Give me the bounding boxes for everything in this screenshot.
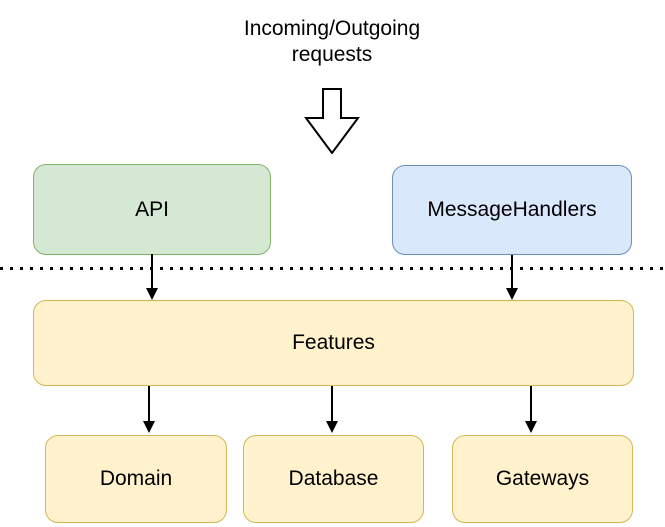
node-features-label: Features [292, 331, 375, 354]
arrow-shaft [151, 254, 153, 289]
arrow-head-down-icon [525, 421, 537, 433]
node-messagehandlers: MessageHandlers [392, 165, 632, 255]
node-domain-label: Domain [99, 467, 173, 490]
arrow-head-down-icon [146, 288, 158, 300]
edge-features-to-domain-arrow [143, 386, 155, 433]
arrow-head-down-icon [143, 421, 155, 433]
block-arrow-down-icon [304, 88, 360, 154]
arrow-shaft [331, 386, 333, 422]
arrow-head-down-icon [506, 288, 518, 300]
node-api: API [33, 164, 271, 255]
layer-divider-dotted-line [0, 267, 665, 270]
arrow-shaft [511, 255, 513, 289]
edge-features-to-gateways-arrow [525, 386, 537, 433]
arrow-shaft [148, 386, 150, 422]
incoming-outgoing-label: Incoming/Outgoing requests [243, 17, 421, 66]
edge-features-to-database-arrow [326, 386, 338, 433]
edge-api-to-features-arrow [146, 254, 158, 300]
arrow-shaft [530, 386, 532, 422]
node-database-label: Database [288, 467, 379, 490]
node-gateways-label: Gateways [495, 467, 590, 490]
node-features: Features [33, 300, 634, 386]
arrow-head-down-icon [326, 421, 338, 433]
node-gateways: Gateways [452, 435, 633, 523]
node-api-label: API [135, 197, 169, 221]
edge-messagehandlers-to-features-arrow [506, 255, 518, 300]
node-database: Database [243, 435, 424, 523]
node-domain: Domain [45, 435, 227, 523]
node-messagehandlers-label: MessageHandlers [427, 198, 597, 221]
